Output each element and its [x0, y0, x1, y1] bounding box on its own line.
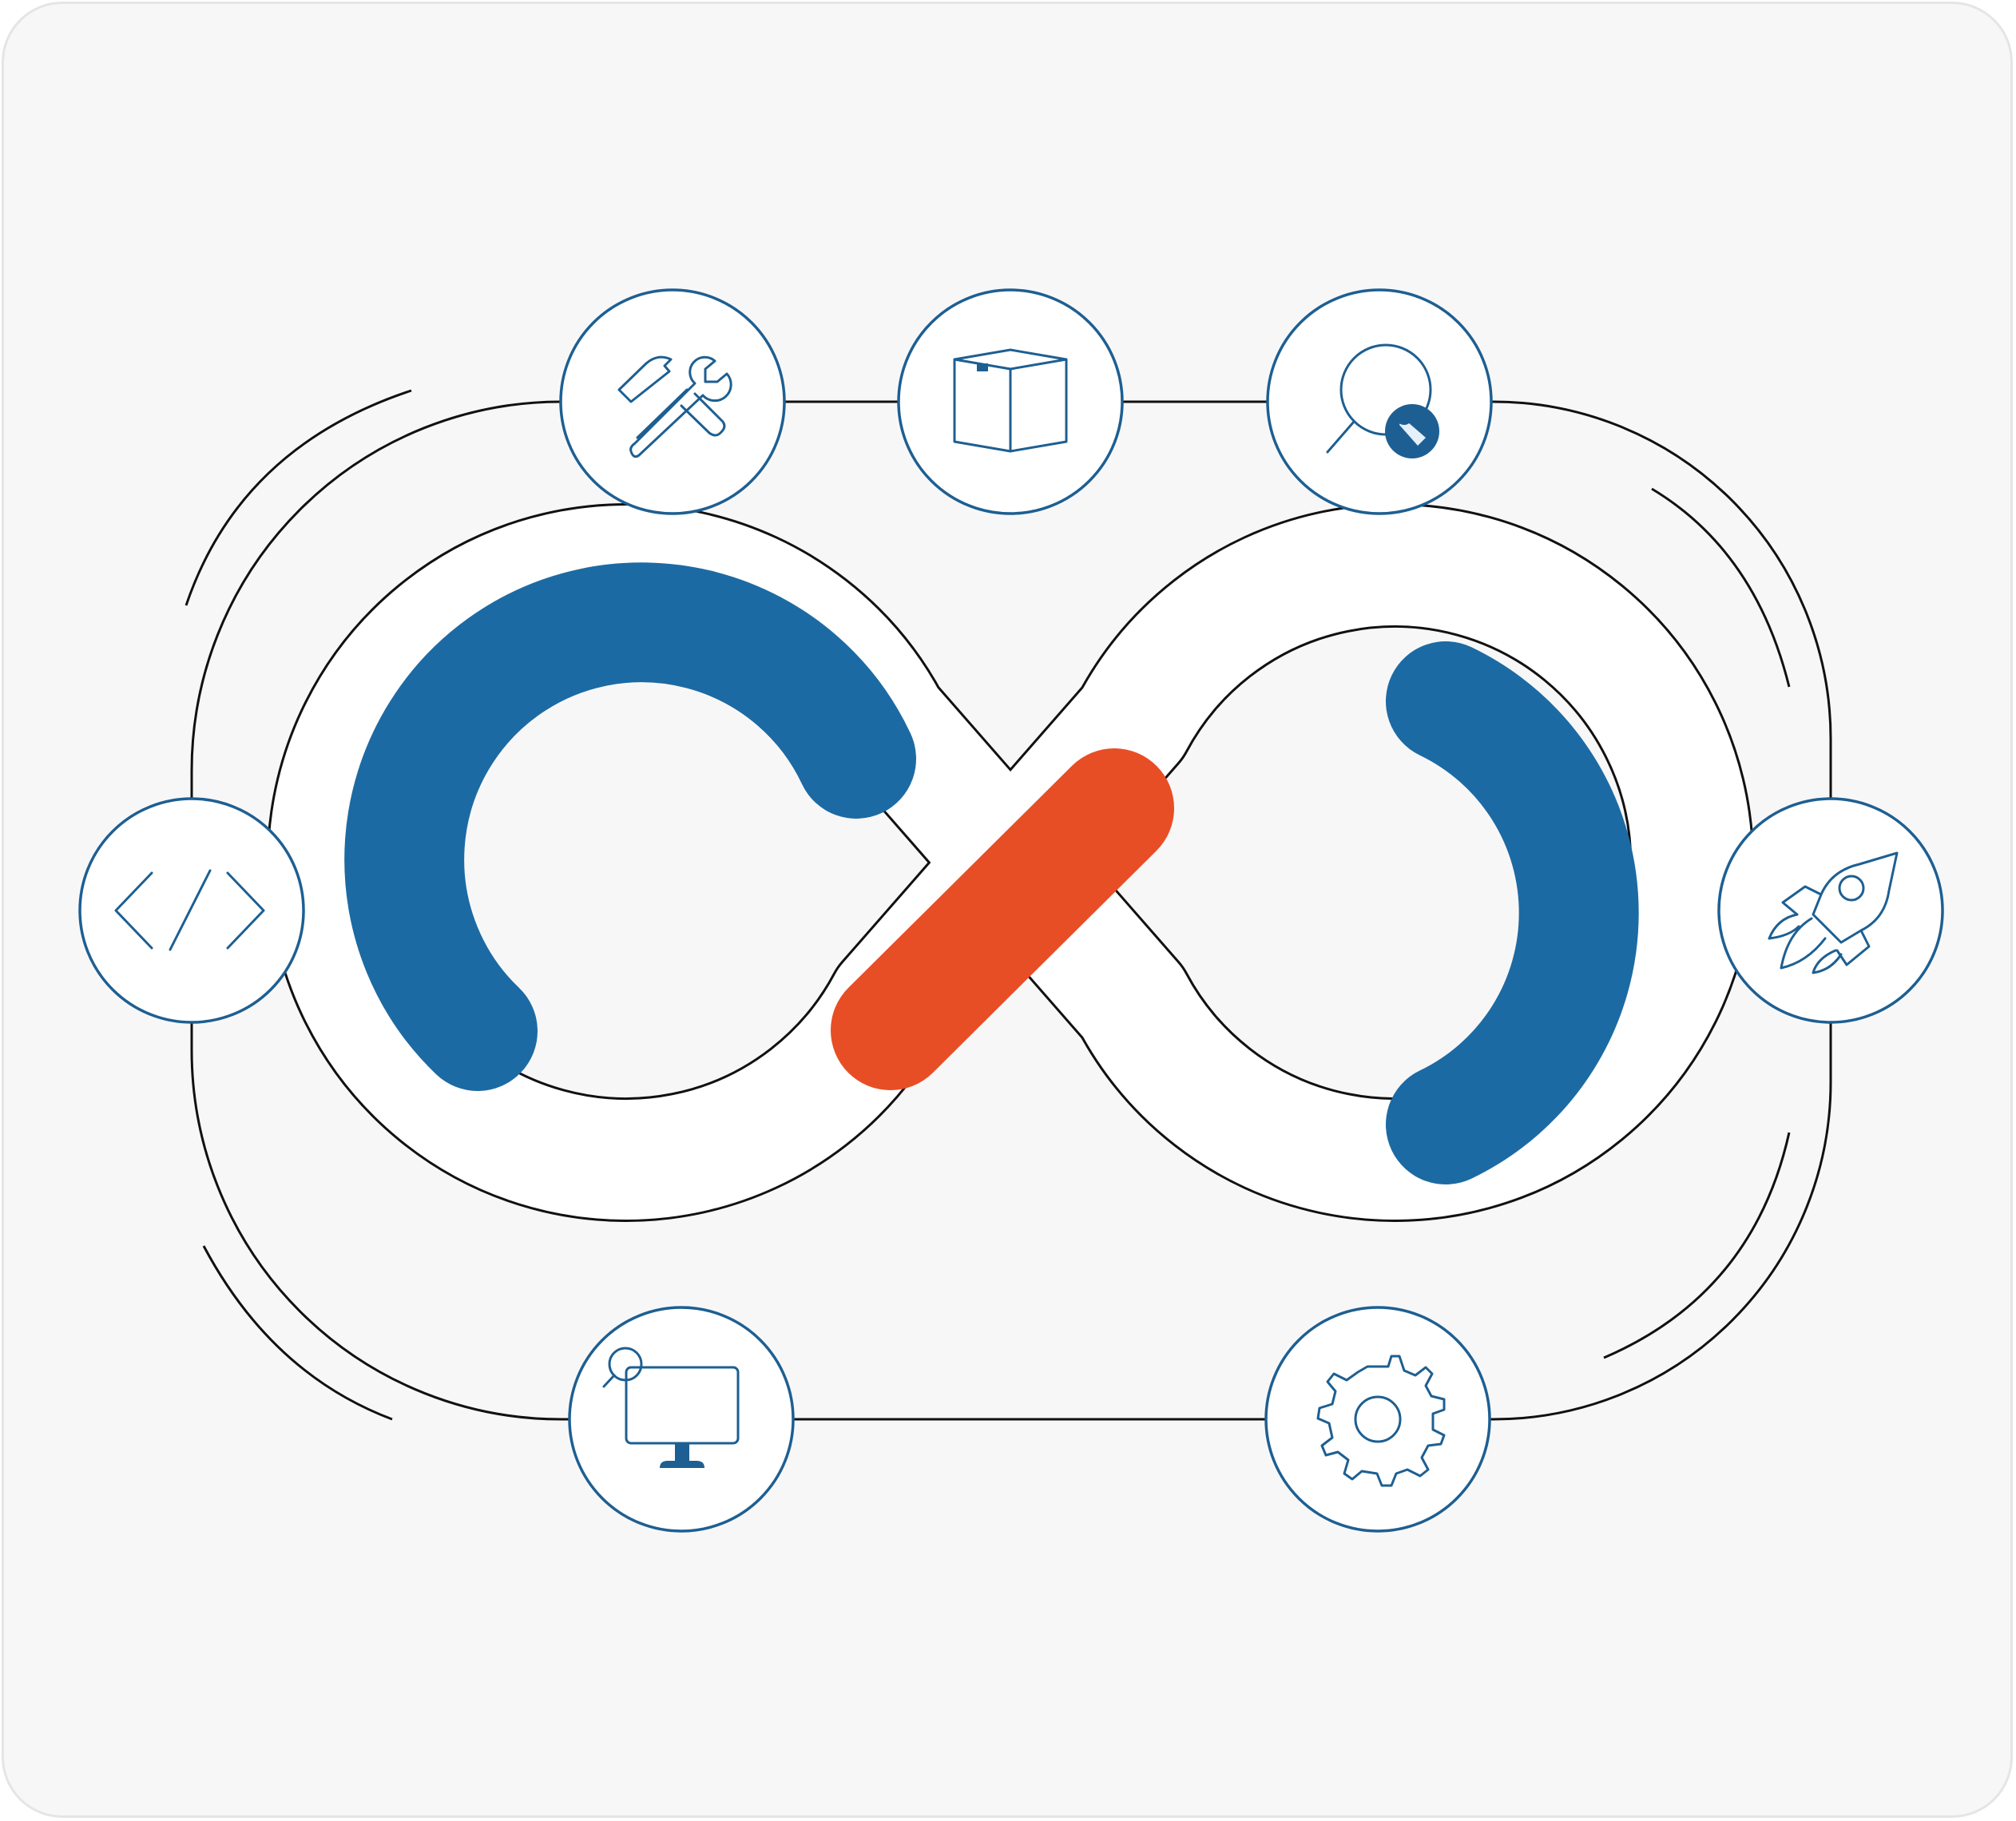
left-blue-arc [344, 562, 916, 1091]
package-box-icon [953, 348, 1068, 453]
center-orange-bar [831, 748, 1174, 1090]
infinity-band [266, 503, 1755, 1222]
outer-track [190, 400, 1832, 1421]
gear-icon [1316, 1355, 1446, 1487]
monitor-search-icon [602, 1347, 740, 1468]
tools-icon [617, 355, 732, 458]
decorative-arcs [185, 389, 1791, 1421]
node-operate [1264, 1306, 1491, 1533]
node-package [897, 288, 1124, 515]
node-build [559, 288, 786, 515]
node-test [1266, 288, 1493, 515]
magnifier-bug-icon [1326, 343, 1439, 458]
code-icon [114, 869, 265, 951]
node-release [1717, 797, 1944, 1024]
infinity-accents [344, 562, 1639, 1184]
node-code [78, 797, 305, 1024]
right-blue-arc [1386, 641, 1639, 1184]
node-monitor [568, 1306, 795, 1533]
rocket-icon [1768, 851, 1899, 974]
